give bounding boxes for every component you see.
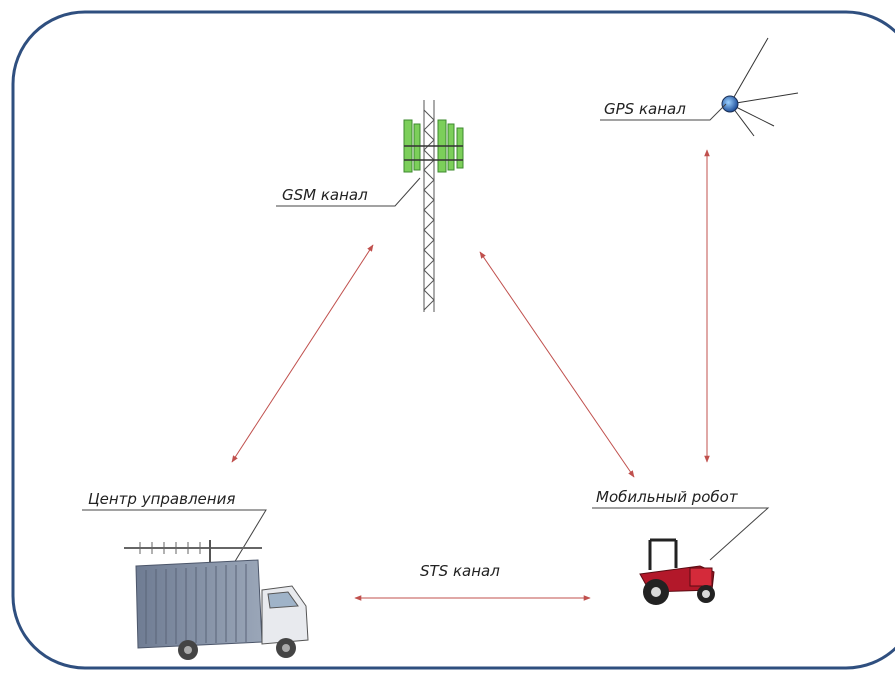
tractor-robot-icon xyxy=(639,538,715,605)
gps-satellite-icon xyxy=(721,37,799,137)
sts-channel-label: STS канал xyxy=(420,562,500,580)
mobile-robot-label: Мобильный робот xyxy=(596,488,739,506)
gsm-to-control-link xyxy=(231,244,374,463)
gsm-to-robot-link xyxy=(479,251,635,478)
label-leaders xyxy=(82,103,770,579)
diagram-frame xyxy=(11,10,895,670)
control-center-label: Центр управления xyxy=(88,490,235,508)
link-arrows xyxy=(231,149,710,601)
control-truck-icon xyxy=(124,540,309,660)
gsm-channel-label: GSM канал xyxy=(282,186,368,204)
gps-channel-label: GPS канал xyxy=(604,100,686,118)
cell-tower-icon xyxy=(403,100,464,312)
